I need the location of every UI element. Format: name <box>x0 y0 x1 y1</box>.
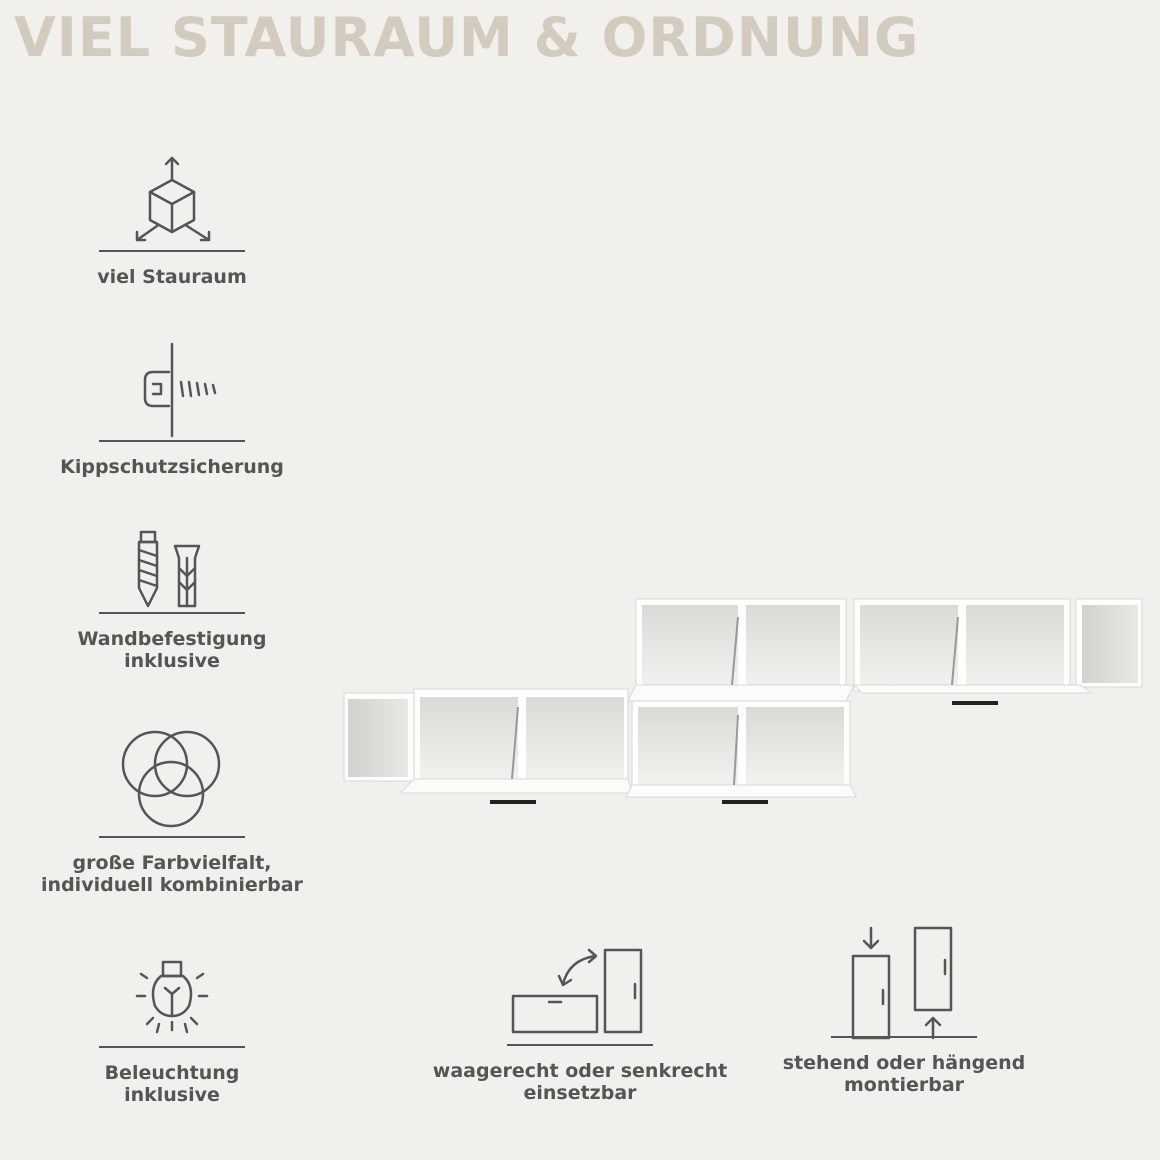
orientation-swap-icon <box>511 948 643 1034</box>
feature-label: stehend oder hängend montierbar <box>782 1052 1026 1096</box>
feature-label: große Farbvielfalt, individuell kombinie… <box>41 852 303 896</box>
wall-screw-icon <box>143 342 217 438</box>
feature-divider <box>507 1044 653 1046</box>
color-circles-icon <box>121 730 221 828</box>
feature-colors: große Farbvielfalt, individuell kombinie… <box>22 728 322 896</box>
lower-cabinet-row <box>343 688 857 804</box>
standing-hanging-icon <box>851 926 953 1040</box>
upper-cabinet-row <box>627 598 1143 706</box>
feature-divider <box>831 1036 977 1038</box>
feature-standing-hanging: stehend oder hängend montierbar <box>754 924 1054 1096</box>
feature-divider <box>99 612 245 614</box>
feature-storage: viel Stauraum <box>22 150 322 288</box>
screw-dowel-icon <box>137 530 201 608</box>
feature-divider <box>99 440 245 442</box>
feature-divider <box>99 250 245 252</box>
cube-arrows-icon <box>135 156 211 242</box>
feature-label: waagerecht oder senkrecht einsetzbar <box>432 1060 728 1104</box>
page-title: VIEL STAURAUM & ORDNUNG <box>14 6 920 69</box>
feature-tip-protection: Kippschutzsicherung <box>22 340 322 478</box>
feature-label: Wandbefestigung inklusive <box>77 628 267 672</box>
feature-wall-mounting: Wandbefestigung inklusive <box>22 528 322 672</box>
feature-divider <box>99 1046 245 1048</box>
feature-divider <box>99 836 245 838</box>
feature-lighting: Beleuchtung inklusive <box>22 956 322 1106</box>
feature-label: viel Stauraum <box>97 266 247 288</box>
feature-orientation: waagerecht oder senkrecht einsetzbar <box>430 944 730 1104</box>
wall-unit-illustration <box>343 598 1143 804</box>
feature-label: Kippschutzsicherung <box>60 456 284 478</box>
feature-label: Beleuchtung inklusive <box>104 1062 240 1106</box>
light-bulb-icon <box>135 960 209 1034</box>
